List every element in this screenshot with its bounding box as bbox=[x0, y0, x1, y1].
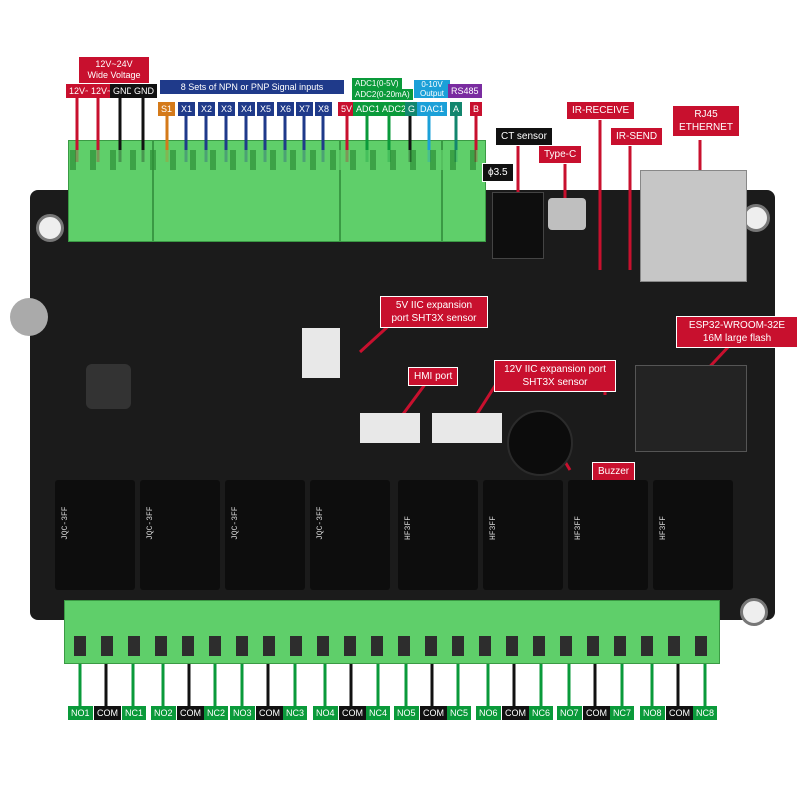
relay-5: HF3FF bbox=[398, 480, 478, 590]
s1-pin-label: S1 bbox=[158, 102, 176, 116]
no-label: NO7 bbox=[557, 706, 582, 720]
dac1-pin-label: DAC1 bbox=[417, 102, 448, 116]
nc-label: NC4 bbox=[366, 706, 391, 720]
esp32-module bbox=[635, 365, 747, 452]
rs485-b-label: B bbox=[470, 102, 483, 116]
rj45-label: RJ45 ETHERNET bbox=[672, 105, 740, 137]
rs485-a-label: A bbox=[450, 102, 463, 116]
capacitor bbox=[10, 298, 48, 336]
com-label: COM bbox=[256, 706, 283, 720]
input-pin-label: X8 bbox=[315, 102, 333, 116]
5v-iic-connector bbox=[302, 328, 340, 378]
relay-model-label: JQC-3FF bbox=[61, 506, 70, 540]
ir-receive-label: IR-RECEIVE bbox=[566, 101, 636, 120]
relay-3: JQC-3FF bbox=[225, 480, 305, 590]
adc2-pin-label: ADC2 bbox=[379, 102, 410, 116]
input-pin-label: X6 bbox=[277, 102, 295, 116]
rs485-title: RS485 bbox=[448, 84, 482, 98]
esp32-label: ESP32-WROOM-32E 16M large flash bbox=[676, 316, 798, 348]
nc-label: NC1 bbox=[122, 706, 147, 720]
no-label: NO8 bbox=[640, 706, 665, 720]
phi35-label: ϕ3.5 bbox=[482, 163, 514, 182]
com-label: COM bbox=[177, 706, 204, 720]
gnd-pin-label: GND bbox=[131, 84, 157, 98]
ct-sensor-label: CT sensor bbox=[495, 127, 553, 146]
no-label: NO5 bbox=[394, 706, 419, 720]
audio-jack bbox=[492, 192, 544, 259]
relay-model-label: HF3FF bbox=[574, 515, 583, 540]
12v-iic-connector bbox=[432, 413, 502, 443]
g-pin-label: G bbox=[405, 102, 419, 116]
no-label: NO4 bbox=[313, 706, 338, 720]
relay-model-label: JQC-3FF bbox=[146, 506, 155, 540]
usb-c-port bbox=[548, 198, 586, 230]
com-label: COM bbox=[420, 706, 447, 720]
relay-2: JQC-3FF bbox=[140, 480, 220, 590]
relay-1: JQC-3FF bbox=[55, 480, 135, 590]
nc-label: NC3 bbox=[283, 706, 308, 720]
iic12v-label: 12V IIC expansion port SHT3X sensor bbox=[494, 360, 616, 392]
adc1-pin-label: ADC1 bbox=[353, 102, 384, 116]
buzzer bbox=[507, 410, 573, 476]
relay-model-label: JQC-3FF bbox=[231, 506, 240, 540]
relay-6: HF3FF bbox=[483, 480, 563, 590]
nc-label: NC2 bbox=[204, 706, 229, 720]
no-label: NO1 bbox=[68, 706, 93, 720]
input-pin-label: X3 bbox=[218, 102, 236, 116]
gnd-pin-label: GND bbox=[110, 84, 136, 98]
relay-model-label: HF3FF bbox=[659, 515, 668, 540]
nc-label: NC5 bbox=[447, 706, 472, 720]
input-pin-label: X2 bbox=[198, 102, 216, 116]
adc-range-label-1: ADC1(0-5V) bbox=[352, 78, 402, 89]
adc-range-label-2: ADC2(0-20mA) bbox=[352, 89, 413, 100]
type-c-label: Type-C bbox=[538, 145, 583, 164]
input-pin-label: X7 bbox=[296, 102, 314, 116]
hmi-connector bbox=[360, 413, 420, 443]
ir-send-label: IR-SEND bbox=[610, 127, 664, 146]
com-label: COM bbox=[339, 706, 366, 720]
relay-model-label: JQC-3FF bbox=[316, 506, 325, 540]
relay-model-label: HF3FF bbox=[404, 515, 413, 540]
inductor bbox=[86, 364, 131, 409]
relay-model-label: HF3FF bbox=[489, 515, 498, 540]
hmi-port-label: HMI port bbox=[408, 367, 459, 386]
no-label: NO2 bbox=[151, 706, 176, 720]
output-screws bbox=[70, 636, 715, 656]
input-pin-label: X5 bbox=[257, 102, 275, 116]
mounting-hole bbox=[36, 214, 64, 242]
nc-label: NC8 bbox=[693, 706, 718, 720]
com-label: COM bbox=[502, 706, 529, 720]
inputs-title: 8 Sets of NPN or PNP Signal inputs bbox=[160, 80, 344, 94]
iic5v-label: 5V IIC expansion port SHT3X sensor bbox=[380, 296, 488, 328]
terminal-screws bbox=[70, 150, 480, 170]
relay-8: HF3FF bbox=[653, 480, 733, 590]
5v-pin-label: 5V bbox=[338, 102, 356, 116]
no-label: NO3 bbox=[230, 706, 255, 720]
wide-voltage-title: 12V~24V Wide Voltage bbox=[78, 56, 150, 84]
buzzer-label: Buzzer bbox=[592, 462, 636, 481]
relay-7: HF3FF bbox=[568, 480, 648, 590]
nc-label: NC6 bbox=[529, 706, 554, 720]
com-label: COM bbox=[94, 706, 121, 720]
input-pin-label: X1 bbox=[178, 102, 196, 116]
rj45-port bbox=[640, 170, 747, 282]
dac-range-label: 0-10V Output bbox=[414, 80, 450, 98]
relay-4: JQC-3FF bbox=[310, 480, 390, 590]
mounting-hole bbox=[740, 598, 768, 626]
nc-label: NC7 bbox=[610, 706, 635, 720]
input-pin-label: X4 bbox=[238, 102, 256, 116]
com-label: COM bbox=[583, 706, 610, 720]
com-label: COM bbox=[666, 706, 693, 720]
no-label: NO6 bbox=[476, 706, 501, 720]
